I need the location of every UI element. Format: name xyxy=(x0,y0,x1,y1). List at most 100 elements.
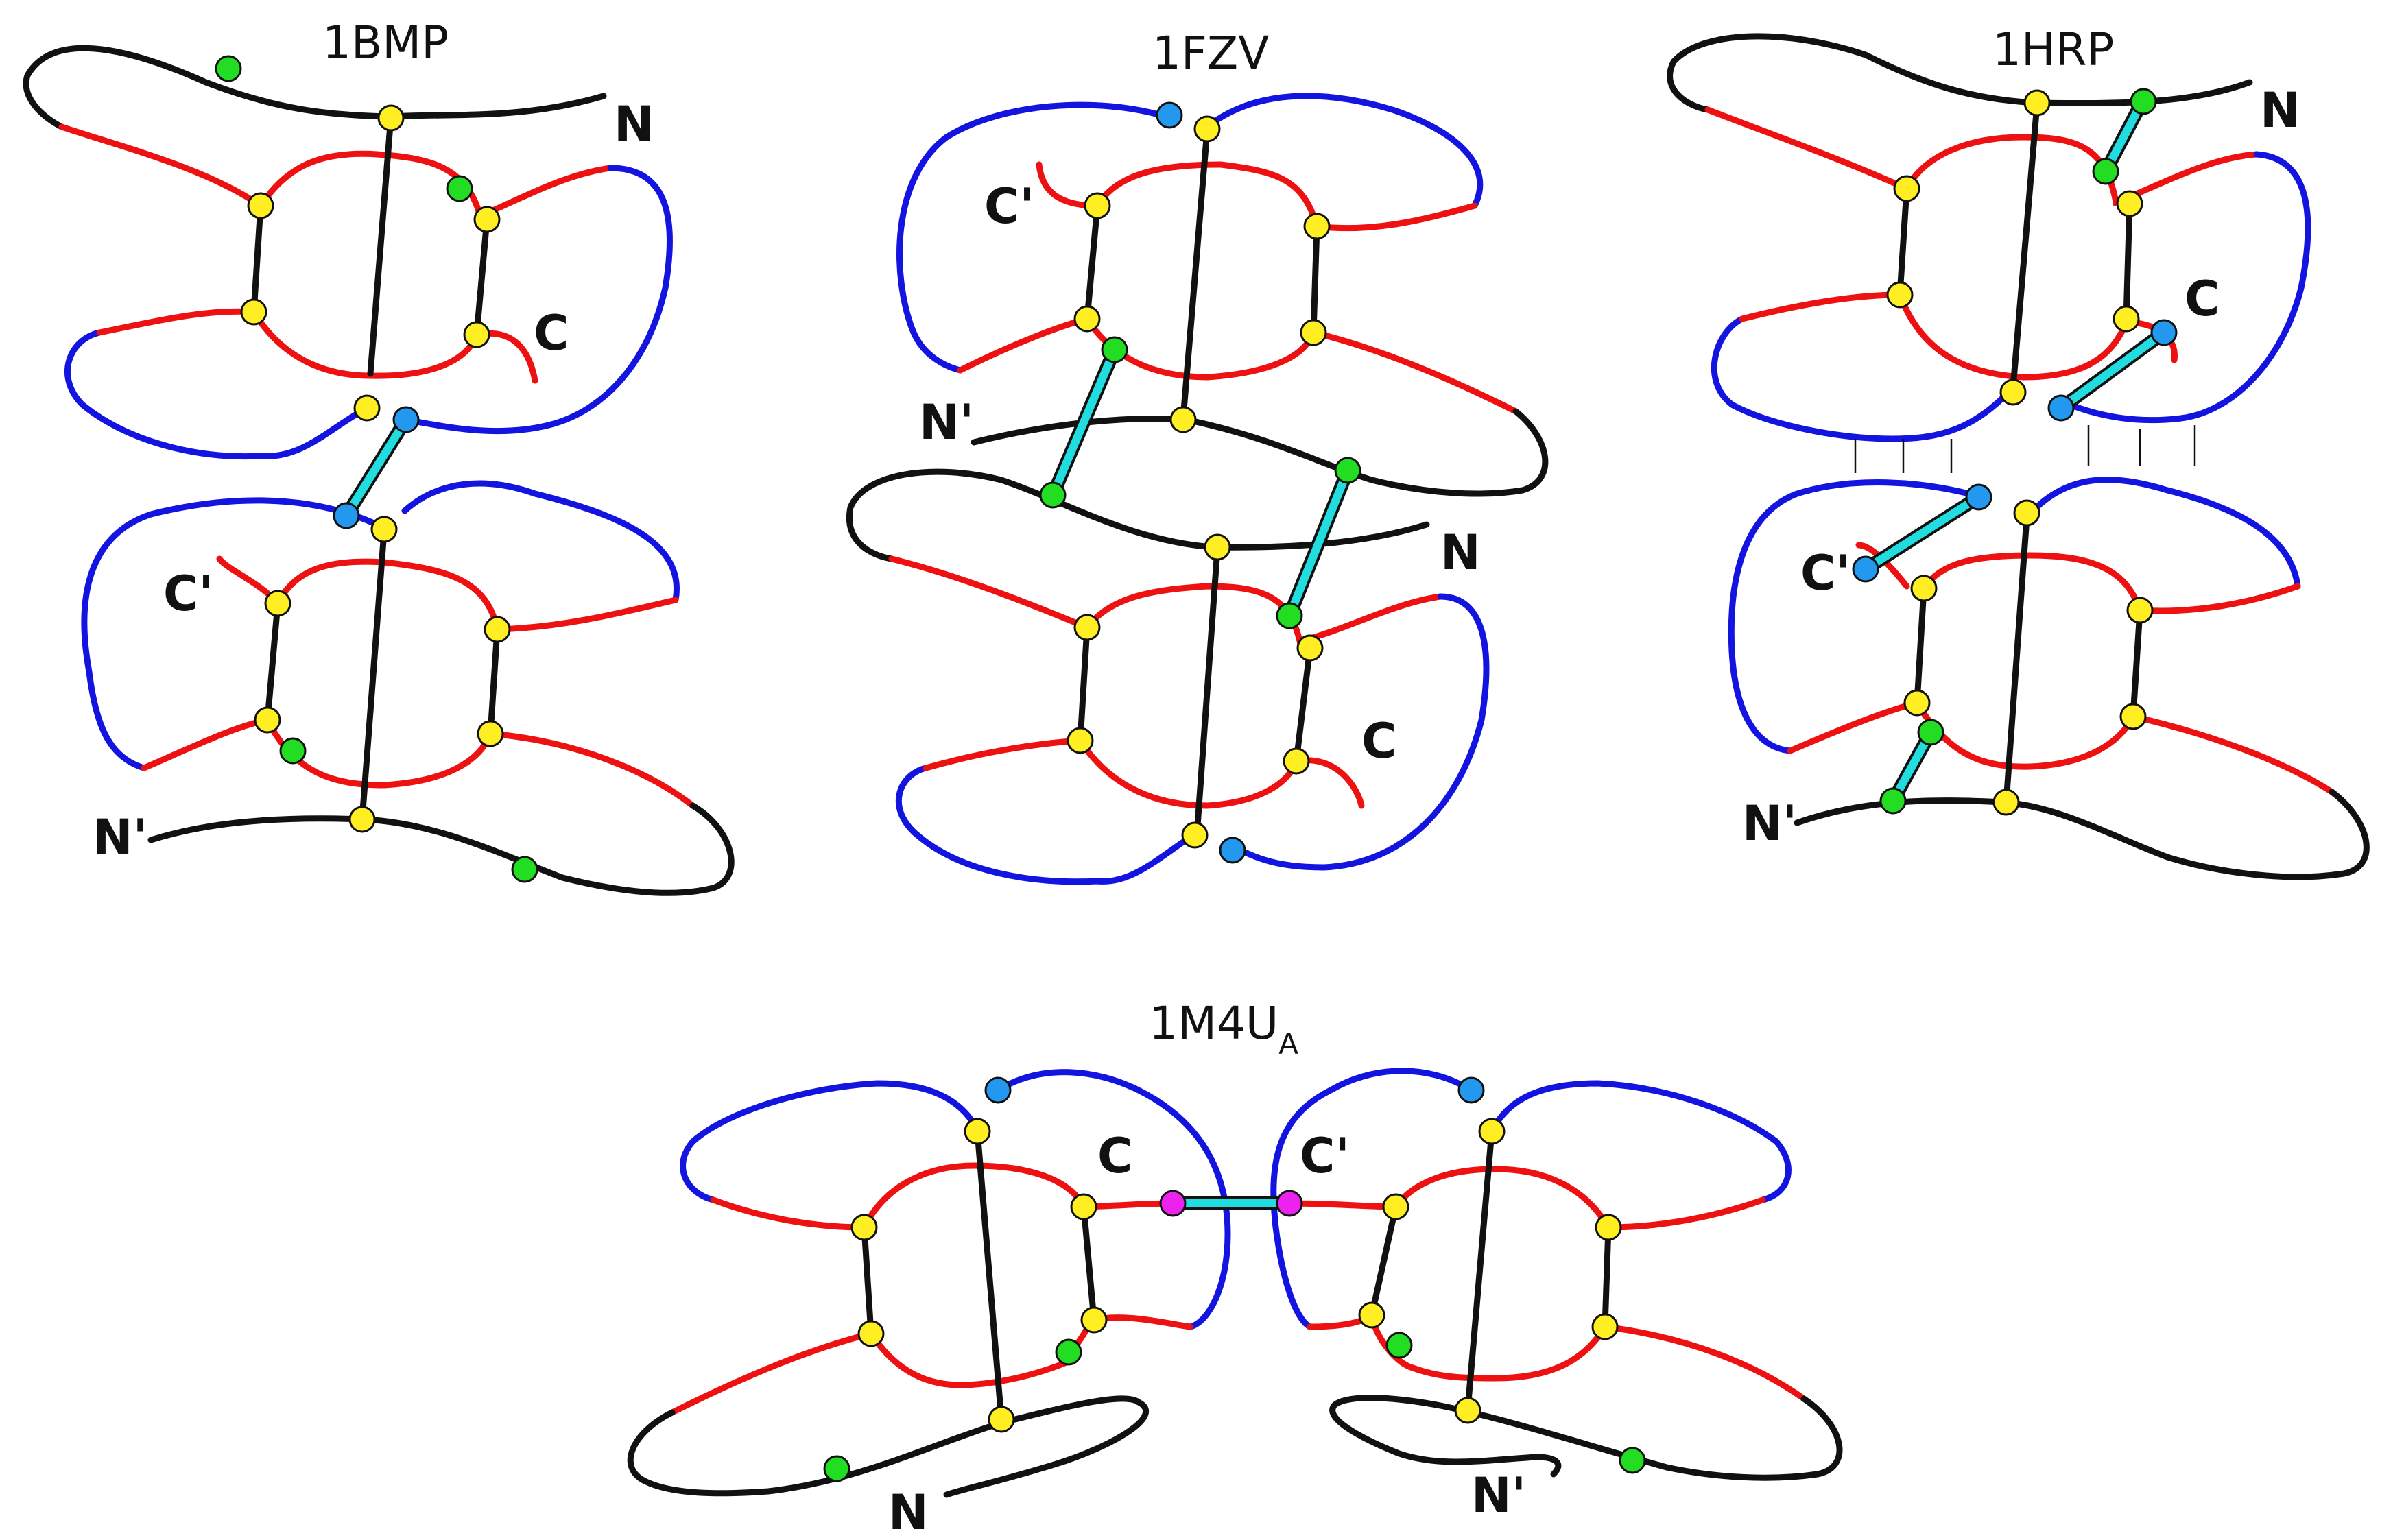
yellow-residue-icon xyxy=(473,206,501,233)
yellow-residue-icon xyxy=(1910,575,1938,602)
yellow-residue-icon xyxy=(1193,115,1221,143)
yellow-residue-icon xyxy=(1903,689,1931,717)
yellow-residue-icon xyxy=(1992,789,2020,816)
panel-1fzv: 1FZV xyxy=(846,27,1549,885)
terminus-label: C xyxy=(2185,271,2219,327)
yellow-residue-icon xyxy=(2013,499,2040,527)
yellow-residue-icon xyxy=(1454,1397,1481,1424)
green-residue-icon xyxy=(1039,481,1067,509)
yellow-residue-icon xyxy=(254,706,281,734)
yellow-residue-icon xyxy=(353,394,381,422)
blue-residue-icon xyxy=(2047,394,2075,422)
yellow-residue-icon xyxy=(1070,1193,1097,1220)
panel-title: 1HRP xyxy=(1992,23,2114,76)
yellow-residue-icon xyxy=(988,1406,1015,1433)
blue-residue-icon xyxy=(1457,1076,1485,1104)
yellow-residue-icon xyxy=(1296,634,1324,662)
terminus-label: C xyxy=(534,305,569,361)
yellow-residue-icon xyxy=(370,516,398,543)
blue-residue-icon xyxy=(333,502,360,529)
green-residue-icon xyxy=(1055,1338,1082,1366)
terminus-label: C' xyxy=(163,566,213,622)
blue-residue-icon xyxy=(1219,837,1246,864)
blue-residue-icon xyxy=(392,406,420,433)
yellow-residue-icon xyxy=(1080,1306,1108,1334)
blue-residue-icon xyxy=(2150,319,2178,346)
yellow-residue-icon xyxy=(240,298,267,326)
terminus-label: N xyxy=(888,1484,929,1540)
yellow-residue-icon xyxy=(1169,406,1197,433)
yellow-residue-icon xyxy=(1303,213,1331,240)
panel-1m4u: 1M4UA xyxy=(627,997,1843,1540)
terminus-label: C' xyxy=(1800,545,1850,601)
blue-residue-icon xyxy=(984,1076,1012,1104)
yellow-residue-icon xyxy=(1067,727,1094,754)
green-residue-icon xyxy=(2130,88,2157,115)
yellow-residue-icon xyxy=(2113,305,2140,333)
green-residue-icon xyxy=(1334,457,1361,484)
green-residue-icon xyxy=(511,856,538,883)
yellow-residue-icon xyxy=(2119,703,2147,730)
terminus-label: N xyxy=(614,96,654,152)
green-residue-icon xyxy=(823,1455,850,1482)
green-residue-icon xyxy=(215,55,242,82)
yellow-residue-icon xyxy=(1204,533,1231,561)
terminus-label: C' xyxy=(984,178,1034,234)
yellow-residue-icon xyxy=(1382,1193,1409,1220)
yellow-residue-icon xyxy=(1478,1118,1506,1145)
yellow-residue-icon xyxy=(247,192,274,219)
panel-1bmp: 1BMP xyxy=(23,16,735,896)
yellow-residue-icon xyxy=(1283,747,1310,775)
panel-title: 1M4UA xyxy=(1149,997,1298,1061)
terminus-label: N' xyxy=(919,394,974,450)
green-residue-icon xyxy=(1917,719,1944,746)
green-residue-icon xyxy=(1619,1447,1646,1474)
blue-residue-icon xyxy=(1156,101,1183,129)
magenta-residue-icon xyxy=(1276,1190,1303,1217)
yellow-residue-icon xyxy=(1591,1313,1619,1340)
yellow-residue-icon xyxy=(377,104,405,132)
panel-title: 1BMP xyxy=(322,16,449,69)
yellow-residue-icon xyxy=(348,806,376,833)
yellow-residue-icon xyxy=(477,720,504,747)
yellow-residue-icon xyxy=(484,616,511,643)
yellow-residue-icon xyxy=(1893,175,1920,202)
panel-title: 1FZV xyxy=(1152,27,1269,80)
panel-1hrp: 1HRP xyxy=(1667,23,2370,880)
terminus-label: N' xyxy=(1471,1467,1526,1524)
terminus-label: N xyxy=(1440,525,1481,581)
terminus-label: C xyxy=(1097,1128,1132,1184)
blue-residue-icon xyxy=(1965,483,1992,511)
yellow-residue-icon xyxy=(1358,1301,1385,1329)
green-residue-icon xyxy=(1879,787,1907,815)
yellow-residue-icon xyxy=(964,1118,991,1145)
magenta-residue-icon xyxy=(1159,1190,1187,1217)
terminus-label: N' xyxy=(93,809,147,865)
green-residue-icon xyxy=(1276,602,1303,629)
yellow-residue-icon xyxy=(2116,190,2143,217)
green-residue-icon xyxy=(1385,1332,1413,1359)
yellow-residue-icon xyxy=(2023,89,2051,117)
yellow-residue-icon xyxy=(1181,821,1209,849)
terminus-label: C xyxy=(1361,713,1396,769)
green-residue-icon xyxy=(446,175,473,202)
yellow-residue-icon xyxy=(2126,597,2154,624)
yellow-residue-icon xyxy=(1084,192,1111,219)
yellow-residue-icon xyxy=(1999,378,2027,406)
green-residue-icon xyxy=(279,737,307,765)
yellow-residue-icon xyxy=(850,1214,878,1241)
yellow-residue-icon xyxy=(264,590,291,617)
yellow-residue-icon xyxy=(1073,305,1101,333)
green-residue-icon xyxy=(2092,158,2119,185)
blue-residue-icon xyxy=(1852,555,1879,583)
terminus-label: N' xyxy=(1742,795,1797,852)
yellow-residue-icon xyxy=(1595,1214,1622,1241)
green-residue-icon xyxy=(1101,336,1128,363)
yellow-residue-icon xyxy=(463,321,490,348)
terminus-label: C' xyxy=(1300,1128,1350,1184)
yellow-residue-icon xyxy=(1886,281,1914,309)
yellow-residue-icon xyxy=(857,1320,885,1347)
terminus-label: N xyxy=(2260,82,2300,139)
yellow-residue-icon xyxy=(1300,319,1327,346)
